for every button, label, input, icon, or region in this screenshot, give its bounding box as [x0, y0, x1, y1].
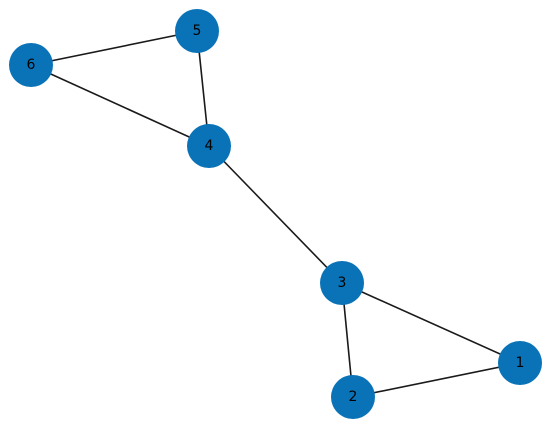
node-1: 1: [498, 341, 542, 385]
edge-4-3: [208, 145, 343, 284]
node-5: 5: [175, 9, 219, 53]
node-label: 1: [516, 355, 525, 371]
node-3: 3: [320, 261, 364, 305]
node-circle: [498, 341, 542, 385]
node-label: 6: [27, 57, 36, 73]
node-circle: [320, 261, 364, 305]
node-label: 2: [349, 389, 358, 405]
node-label: 5: [193, 23, 202, 39]
node-circle: [175, 9, 219, 53]
edges-layer: [30, 30, 521, 398]
node-circle: [9, 43, 53, 87]
edge-6-4: [30, 64, 210, 147]
edge-2-1: [352, 362, 521, 398]
node-4: 4: [187, 124, 231, 168]
edge-3-1: [341, 282, 521, 364]
edge-6-5: [30, 30, 198, 66]
node-label: 4: [205, 138, 214, 154]
node-6: 6: [9, 43, 53, 87]
node-label: 3: [338, 275, 347, 291]
nodes-layer: 1 2 3 4 5 6: [9, 9, 542, 419]
node-circle: [187, 124, 231, 168]
node-circle: [331, 375, 375, 419]
node-2: 2: [331, 375, 375, 419]
